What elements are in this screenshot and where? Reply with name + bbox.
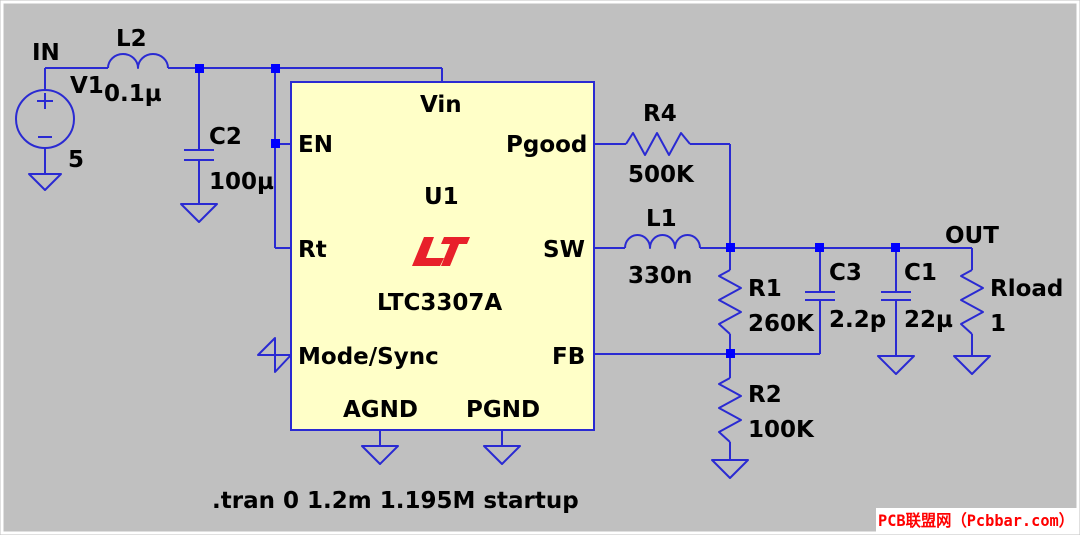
pin-label-pgnd: PGND (466, 397, 540, 423)
label-rload-value: 1 (990, 311, 1006, 337)
pin-label-pgood: Pgood (506, 132, 587, 158)
ground-symbol-agnd (361, 445, 399, 465)
label-c3-value: 2.2p (829, 307, 886, 333)
label-l1-name: L1 (646, 206, 677, 232)
inductor-l2[interactable] (45, 53, 443, 82)
label-r1-name: R1 (748, 276, 782, 302)
junction-dot (815, 243, 824, 252)
pin-label-fb: FB (552, 344, 585, 370)
label-r4-value: 500K (628, 162, 695, 188)
resistor-r4[interactable] (594, 132, 731, 248)
junction-dots (195, 64, 900, 358)
resistor-r1[interactable] (718, 248, 742, 354)
ic-u1-body[interactable] (290, 81, 595, 431)
ic-part-label: LTC3307A (377, 290, 502, 316)
junction-dot (891, 243, 900, 252)
pin-label-vin: Vin (420, 92, 462, 118)
ground-symbol-rload (953, 355, 991, 375)
lt-logo-icon (412, 237, 470, 266)
ground-symbol-pgnd (483, 445, 521, 465)
junction-dot (195, 64, 204, 73)
label-v1-value: 5 (68, 147, 84, 173)
inductor-l1[interactable] (594, 234, 972, 249)
junction-dot (271, 139, 280, 148)
ic-ref-label: U1 (424, 184, 459, 210)
label-l2-value: 0.1µ (104, 81, 162, 107)
ground-symbol-r2 (711, 459, 749, 479)
label-r2-value: 100K (748, 417, 815, 443)
resistor-rload[interactable] (960, 248, 984, 356)
label-rload-name: Rload (990, 276, 1063, 302)
resistor-r2[interactable] (718, 354, 742, 460)
label-c1-value: 22µ (904, 307, 953, 333)
capacitor-c2[interactable] (184, 68, 214, 204)
net-label-out: OUT (945, 223, 999, 249)
label-c2-name: C2 (209, 124, 242, 150)
label-r2-name: R2 (748, 382, 782, 408)
ground-symbol-c1 (877, 355, 915, 375)
label-r1-value: 260K (748, 311, 815, 337)
capacitor-c1[interactable] (881, 248, 911, 356)
label-c3-name: C3 (829, 260, 862, 286)
junction-dot (726, 243, 735, 252)
ground-symbol-c2 (180, 203, 218, 223)
capacitor-c3[interactable] (805, 248, 835, 354)
watermark-background (876, 508, 1078, 532)
pin-label-mode-sync: Mode/Sync (298, 344, 439, 370)
ground-symbol-v1 (28, 173, 62, 191)
label-c2-value: 100µ (209, 169, 274, 195)
pin-label-en: EN (298, 132, 333, 158)
pin-label-agnd: AGND (343, 397, 418, 423)
mode-sync-net-flag (257, 337, 292, 373)
watermark-text: PCB联盟网（Pcbbar.com） (878, 511, 1074, 530)
junction-dot (726, 349, 735, 358)
pin-label-rt: Rt (298, 237, 327, 263)
label-v1-name: V1 (70, 73, 104, 99)
junction-dot (271, 64, 280, 73)
label-l1-value: 330n (628, 263, 692, 289)
spice-directive[interactable]: .tran 0 1.2m 1.195M startup (212, 488, 579, 514)
pin-label-sw: SW (543, 237, 585, 263)
label-l2-name: L2 (116, 26, 147, 52)
label-r4-name: R4 (643, 101, 677, 127)
voltage-source-v1[interactable] (15, 68, 75, 170)
label-c1-name: C1 (904, 260, 937, 286)
net-label-in: IN (32, 40, 60, 66)
